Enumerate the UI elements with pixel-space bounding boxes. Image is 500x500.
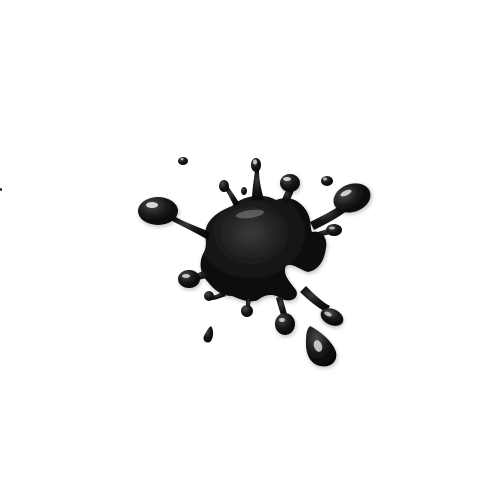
isolated-drop-upper-right — [321, 176, 333, 186]
top-left-drop — [219, 180, 229, 192]
bottom-mid-tendril — [276, 296, 288, 318]
left-large-drop — [138, 197, 178, 225]
bottom-center-drop — [241, 305, 253, 317]
top-right-drop — [280, 174, 300, 192]
right-large-drop — [333, 183, 371, 213]
bottom-mid-drop — [275, 313, 295, 335]
main-ink-blob — [200, 195, 327, 302]
right-tendril — [310, 204, 348, 230]
lower-left-drop — [204, 291, 214, 301]
tiny-drop-top — [241, 187, 247, 195]
lower-left-tendril — [210, 292, 226, 300]
top-left-tendril — [224, 186, 240, 206]
gloss-highlights — [146, 157, 352, 352]
isolated-teardrop-lower-left — [203, 326, 214, 343]
right-mid-drop — [326, 224, 342, 236]
left-tendril — [171, 215, 210, 240]
lower-right-tendril — [300, 286, 330, 312]
edge-ink-speck — [0, 188, 2, 191]
top-right-tendril — [282, 188, 294, 204]
left-lower-drop — [178, 270, 200, 288]
top-center-tendril — [252, 170, 264, 200]
